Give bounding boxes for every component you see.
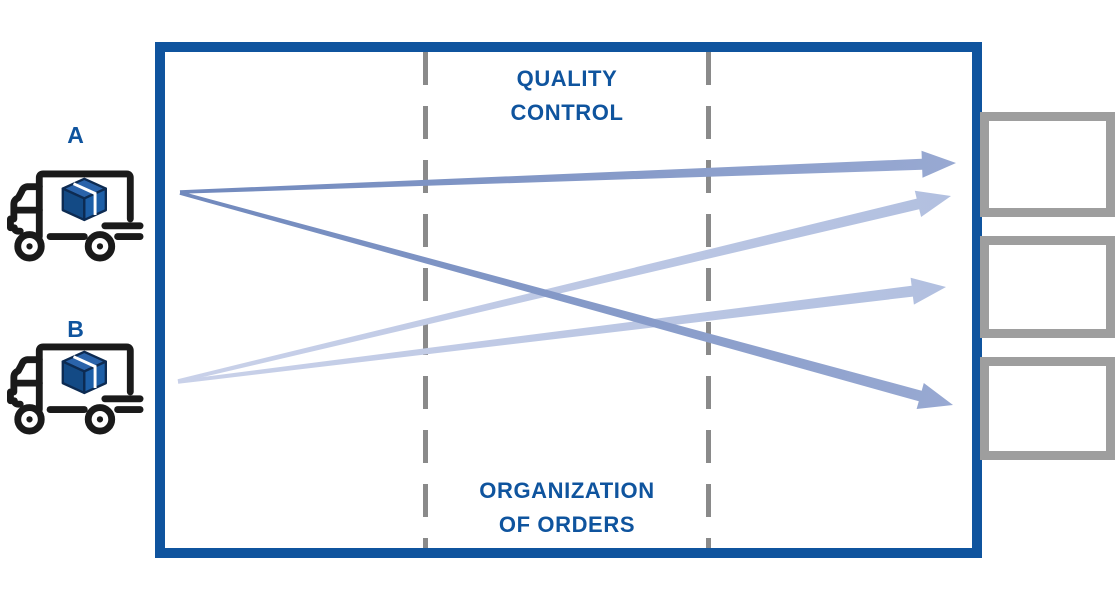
output-slot-2 — [980, 236, 1115, 338]
quality-control-line-1: QUALITY — [516, 66, 618, 91]
organization-line-1: ORGANIZATION — [479, 478, 655, 503]
source-a-label: A — [67, 122, 84, 148]
source-b-label: B — [67, 316, 84, 342]
output-slot-3 — [980, 357, 1115, 460]
zone-label-quality-control: QUALITY CONTROL — [425, 62, 709, 130]
zone-label-organization-of-orders: ORGANIZATION OF ORDERS — [425, 474, 709, 542]
organization-line-2: OF ORDERS — [498, 512, 636, 537]
delivery-truck-b-icon — [7, 340, 144, 438]
delivery-truck-a-icon — [7, 167, 144, 265]
quality-control-line-2: CONTROL — [510, 100, 624, 125]
facility-box — [155, 42, 982, 558]
output-slot-1 — [980, 112, 1115, 217]
